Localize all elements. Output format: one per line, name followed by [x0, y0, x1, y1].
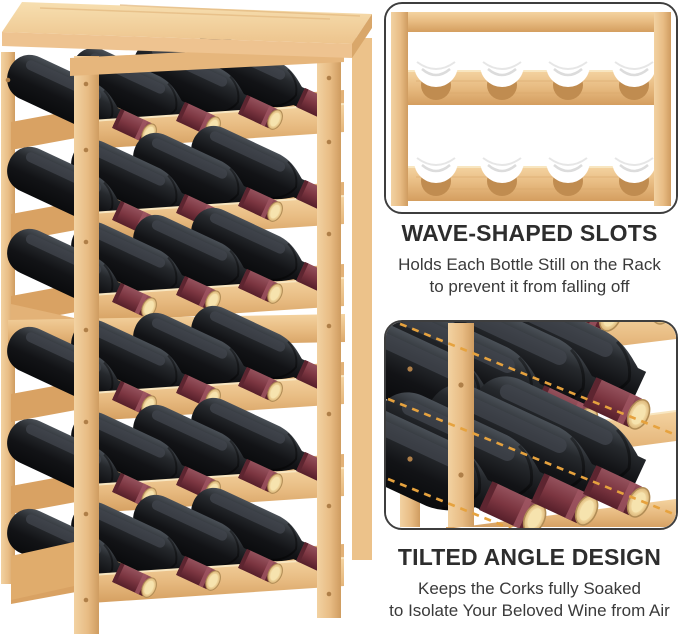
top-frame-rail	[391, 12, 671, 32]
tilt-heading: TILTED ANGLE DESIGN	[397, 544, 662, 570]
tilt-angle-guide-lines	[387, 322, 676, 528]
rear-right-post	[352, 38, 372, 560]
wave-slots-illustration	[386, 5, 676, 211]
wave-caption: WAVE-SHAPED SLOTS Holds Each Bottle Stil…	[380, 220, 679, 298]
front-right-post	[317, 54, 341, 618]
right-frame-post	[654, 12, 671, 206]
tilt-row-2	[386, 363, 676, 528]
left-frame-post	[391, 12, 408, 206]
tilt-caption: TILTED ANGLE DESIGN Keeps the Corks full…	[380, 544, 679, 622]
wave-body-line1: Holds Each Bottle Still on the Rack	[398, 255, 661, 274]
wave-slots-panel	[384, 2, 678, 214]
wave-heading: WAVE-SHAPED SLOTS	[401, 220, 658, 246]
screws	[5, 75, 332, 603]
bottom-side-board	[11, 542, 74, 600]
wave-body-line2: to prevent it from falling off	[429, 277, 630, 297]
tilt-angle-illustration	[386, 322, 676, 528]
tilt-body-line1: Keeps the Corks fully Soaked	[417, 579, 641, 598]
tilt-body-line2: to Isolate Your Beloved Wine from Air	[389, 601, 670, 621]
top-board-side-edge	[352, 14, 372, 58]
tilt-angle-panel	[384, 320, 678, 530]
wine-rack-figure	[0, 2, 372, 634]
wine-rack-illustration	[0, 2, 372, 634]
front-left-post	[74, 56, 99, 634]
top-board-front-edge	[2, 32, 352, 58]
